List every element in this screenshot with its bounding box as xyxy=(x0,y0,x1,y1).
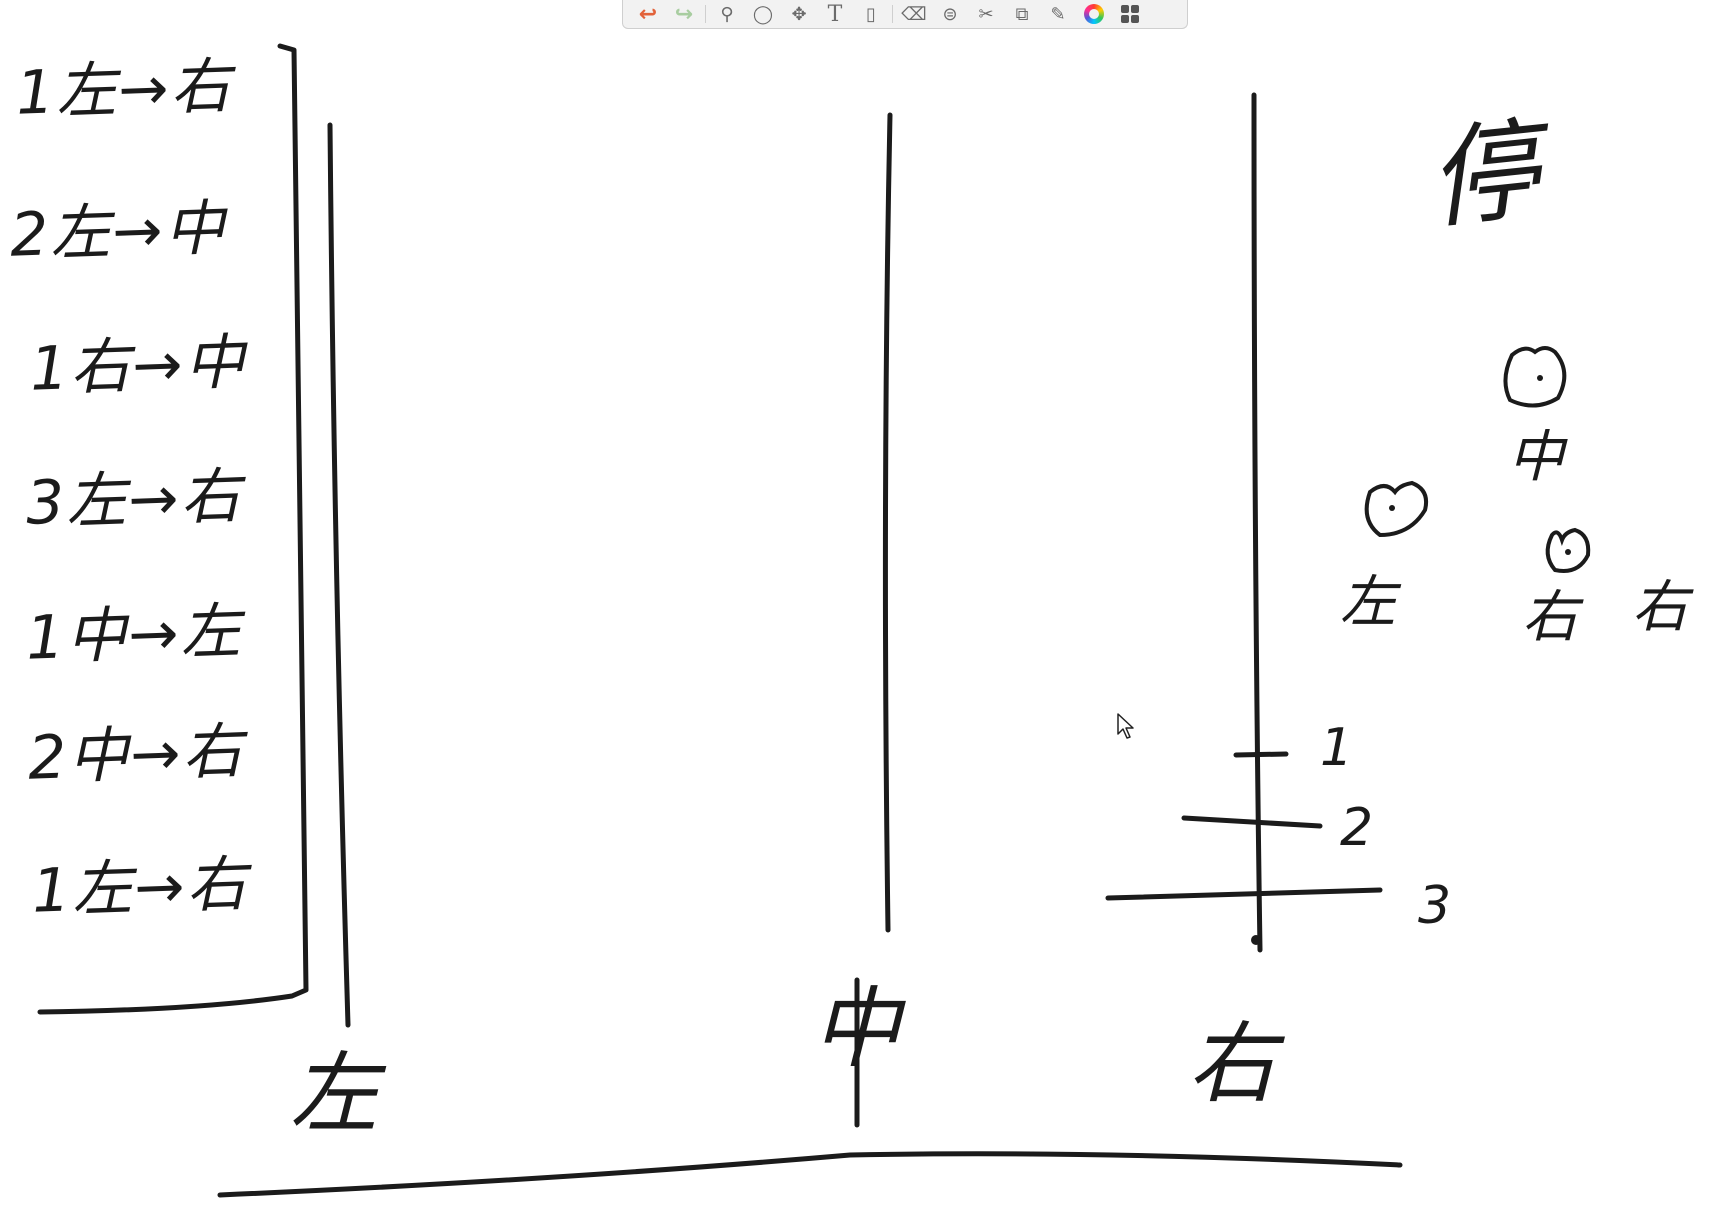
peg-label-left: 左 xyxy=(290,1042,379,1145)
right-peg-tip xyxy=(1251,935,1261,945)
pens-icon[interactable]: ✎ xyxy=(1050,3,1066,25)
step-5: 1中→左 xyxy=(24,596,244,674)
step-6: 2中→右 xyxy=(26,716,246,794)
left-peg xyxy=(327,122,351,1028)
right-peg xyxy=(1251,92,1263,953)
lasso-icon[interactable]: ◯ xyxy=(752,3,774,25)
apple-middle xyxy=(1545,527,1591,573)
disk-label-3: 3 xyxy=(1418,876,1452,936)
copy-icon[interactable]: ⧉ xyxy=(1015,3,1029,25)
step-3: 1右→中 xyxy=(28,327,248,405)
zoom-icon[interactable]: ⚲ xyxy=(720,3,734,25)
apple-left xyxy=(1364,480,1429,538)
peg-label-right: 右 xyxy=(1188,1012,1277,1115)
undo-icon[interactable]: ↩ xyxy=(638,1,658,27)
base-line xyxy=(217,1151,1403,1198)
apple-middle-dot xyxy=(1565,549,1571,555)
move-icon[interactable]: ✥ xyxy=(791,3,807,25)
toolbar-divider xyxy=(705,5,706,23)
redo-icon[interactable]: ↪ xyxy=(674,1,694,27)
steps-bracket xyxy=(37,43,309,1015)
color-wheel-icon[interactable] xyxy=(1079,2,1109,26)
disk-1 xyxy=(1233,751,1289,758)
step-4: 3左→右 xyxy=(24,461,244,539)
apple-top xyxy=(1503,346,1567,408)
drawing-toolbar: ↩ ↪ ⚲ ◯ ✥ T ▯ ⌫ ⊜ ✂ ⧉ ✎ xyxy=(622,0,1188,29)
step-7: 1左→右 xyxy=(30,849,250,927)
disk-2 xyxy=(1181,815,1323,829)
example-right-label: 右 xyxy=(1632,575,1688,640)
disk-3 xyxy=(1105,887,1383,901)
toolbar-divider xyxy=(892,5,893,23)
title-character: 停 xyxy=(1421,105,1545,245)
example-left-label: 左 xyxy=(1340,570,1396,635)
example-middle-label: 右 xyxy=(1522,585,1578,650)
cut-icon[interactable]: ✂ xyxy=(978,3,994,25)
step-2: 2左→中 xyxy=(8,193,228,271)
peg-label-middle: 中 xyxy=(812,977,901,1080)
example-top-label: 中 xyxy=(1508,425,1564,490)
eraser-icon[interactable]: ⌫ xyxy=(901,3,927,25)
middle-peg xyxy=(882,112,893,933)
apple-top-dot xyxy=(1537,375,1543,381)
stamp-icon[interactable]: ⊜ xyxy=(942,3,958,25)
apple-left-dot xyxy=(1389,505,1395,511)
step-1: 1左→右 xyxy=(14,51,234,129)
disk-label-1: 1 xyxy=(1320,718,1354,778)
mouse-cursor-icon xyxy=(1117,713,1134,739)
text-icon[interactable]: T xyxy=(827,1,843,27)
shape-icon[interactable]: ▯ xyxy=(866,3,876,25)
disk-label-2: 2 xyxy=(1340,798,1374,858)
layout-icon[interactable] xyxy=(1115,2,1145,26)
